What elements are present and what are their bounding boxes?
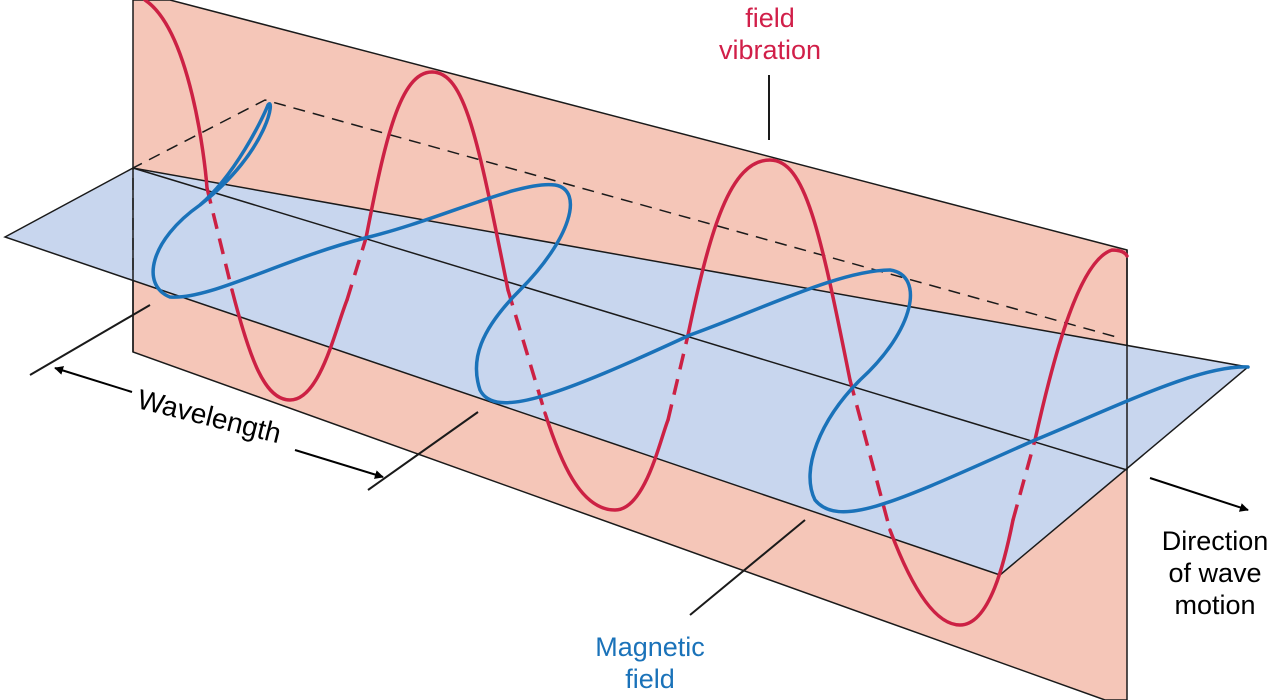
electric-label-line-2: vibration: [718, 35, 822, 65]
electric-field-wave: [143, 0, 1129, 627]
wavelength-arrow-right: [294, 449, 384, 479]
magnetic-label-leader: [689, 519, 806, 616]
magnetic-label-line-1: Magnetic: [595, 632, 705, 662]
wavelength-tick-left: [29, 304, 151, 376]
direction-label: Direction of wave motion: [1140, 525, 1280, 621]
magnetic-label-line-2: field: [625, 664, 675, 694]
direction-arrow: [1149, 477, 1249, 512]
direction-label-line-1: Direction: [1161, 526, 1269, 556]
direction-label-line-2: of wave: [1168, 558, 1262, 588]
magnetic-envelope-dashed: [132, 99, 1121, 339]
electric-field-wave-hidden: [205, 187, 1037, 531]
propagation-axis: [132, 167, 1128, 471]
magnetic-field-label: Magnetic field: [555, 631, 745, 695]
magnetic-field-wave: [151, 102, 1250, 514]
electric-field-label: field vibration: [690, 2, 850, 66]
direction-label-line-3: motion: [1174, 590, 1256, 620]
wavelength-tick-right: [367, 411, 479, 491]
wavelength-arrow-left: [54, 366, 133, 393]
electric-label-line-1: field: [745, 3, 795, 33]
